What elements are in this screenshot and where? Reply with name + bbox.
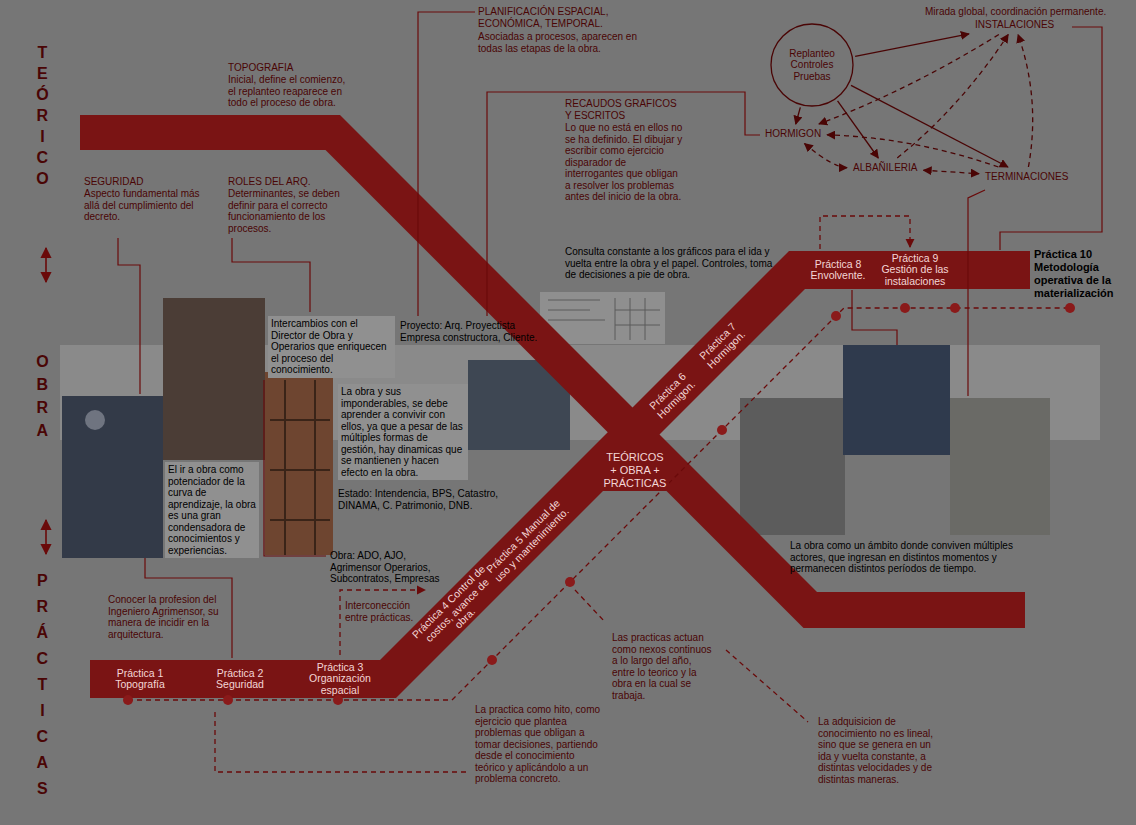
leader-line [232,238,310,312]
leader-line [487,92,760,316]
practice-band [90,251,1030,698]
note-box: El ir a obra como potenciador de la curv… [165,462,259,558]
connector [796,107,801,124]
dashed-arrow [340,590,425,655]
practice-label: Práctica 3 Organización espacial [304,662,376,697]
node-text: INSTALACIONES [975,19,1054,31]
connector [819,35,999,125]
note-heading: SEGURIDAD [84,176,204,188]
connector [805,144,847,168]
dashed-links [128,216,1070,772]
photo [950,398,1050,535]
note-text: Intercambios con el Director de Obra y O… [271,318,392,376]
note-box: Intercambios con el Director de Obra y O… [268,316,395,378]
connector [1018,35,1033,168]
axis-title: OBRA [36,350,49,442]
photo [265,372,333,555]
node-text: Replanteo Controles Pruebas [784,48,840,83]
leader-line [852,290,897,345]
double-arrow [45,520,47,554]
note-text: Conocer la profesion del Ingeniero Agrim… [108,594,226,640]
connector [855,34,969,57]
practice-dots [123,303,1075,705]
dot [487,655,497,665]
actors-note: Estado: Intendencia, BPS, Catastro, DINA… [338,488,520,511]
node-text: HORMIGON [765,128,821,140]
dashed-arrow [820,216,910,249]
note-heading: PLANIFICACIÓN ESPACIAL, ECONÓMICA, TEMPO… [478,6,648,29]
control-circle: Replanteo Controles Pruebas [770,23,854,107]
note-heading: ROLES DEL ARQ. [228,176,353,188]
practice-timeline [128,308,1070,700]
axis-title: TEÓRICO [36,42,49,189]
dashed-leader [726,650,808,722]
practice-label: Práctica 1 Topografía [103,668,178,691]
practice-label: Práctica 2 Seguridad [203,668,278,691]
dot [223,695,233,705]
practice-label: Práctica 8 Envolvente. [807,259,869,282]
leader-line [968,190,985,396]
practice-label: Práctica 9 Gestión de las instalaciones [873,253,958,288]
circle-outline [771,24,853,106]
note-text: Aspecto fundamental más allá del cumplim… [84,188,202,223]
dot [900,303,910,313]
practice-label: Práctica 5 Manual de uso y mantenimiento… [482,495,573,586]
note-text: Consulta constante a los gráficos para e… [565,246,780,281]
dot [333,695,343,705]
leader-lines [118,12,1102,658]
dot [831,311,841,321]
note-text: Interconección entre prácticas. [345,600,423,623]
leader-line [418,12,475,316]
note-text: La obra como un ámbito donde conviven mú… [790,540,1048,575]
photo [62,396,163,558]
bracket [215,712,468,772]
note-text: Lo que no está en ellos no se ha definid… [565,122,685,203]
note-text: La practica como hito, como ejercicio qu… [475,704,607,785]
note-text: Determinantes, se deben definir para el … [228,188,353,234]
note-box: La obra y sus imponderables, se debe apr… [338,384,468,480]
note-heading: TOPOGRAFIA [228,62,358,74]
dashed-leader [575,590,605,622]
note-text: Las practicas actuan como nexos continuo… [612,632,717,701]
node-text: TERMINACIONES [985,171,1068,183]
double-arrow [45,248,47,282]
dot [1065,303,1075,313]
practice-label: Práctica 10 Metodología operativa de la … [1034,248,1128,300]
actors-note: Proyecto: Arq. Proyectista Empresa const… [400,320,550,343]
theory-band [80,115,1025,628]
process-label: INSTALACIONES [972,18,1057,32]
axis-title: PRÁCTICAS [36,568,49,802]
photo [740,398,845,535]
node-text: ALBAÑILERIA [853,162,917,174]
photo [843,345,950,455]
connector [923,170,979,174]
connector [851,85,1008,167]
note-text: Mirada global, coordinación permanente. [925,6,1130,18]
note-text: Asociadas a procesos, aparecen en todas … [478,31,643,54]
dot [950,303,960,313]
process-label: TERMINACIONES [982,170,1071,184]
process-label: ALBAÑILERIA [850,161,920,175]
dot [717,425,727,435]
sun [85,410,105,430]
connector [838,101,879,158]
connector [897,35,1008,159]
actors-note: Obra: ADO, AJO, Agrimensor Operarios, Su… [330,550,450,585]
note-text: La adquisicion de conocimiento no es lin… [818,716,943,785]
photo [163,298,265,460]
note-heading: RECAUDOS GRAFICOS Y ESCRITOS [565,98,685,121]
process-label: HORMIGON [762,127,824,141]
note-text: La obra y sus imponderables, se debe apr… [341,386,465,478]
drawing-lines [548,298,660,340]
leader-line [264,380,326,556]
leader-line [118,238,140,394]
center-label: TEÓRICOS + OBRA + PRÁCTICAS [601,450,670,491]
leader-line [1000,27,1102,250]
scaffold [270,380,330,555]
note-text: Inicial, define el comienzo, el replante… [228,74,346,109]
note-text: El ir a obra como potenciador de la curv… [168,464,256,556]
dot [565,577,575,587]
dot [123,695,133,705]
